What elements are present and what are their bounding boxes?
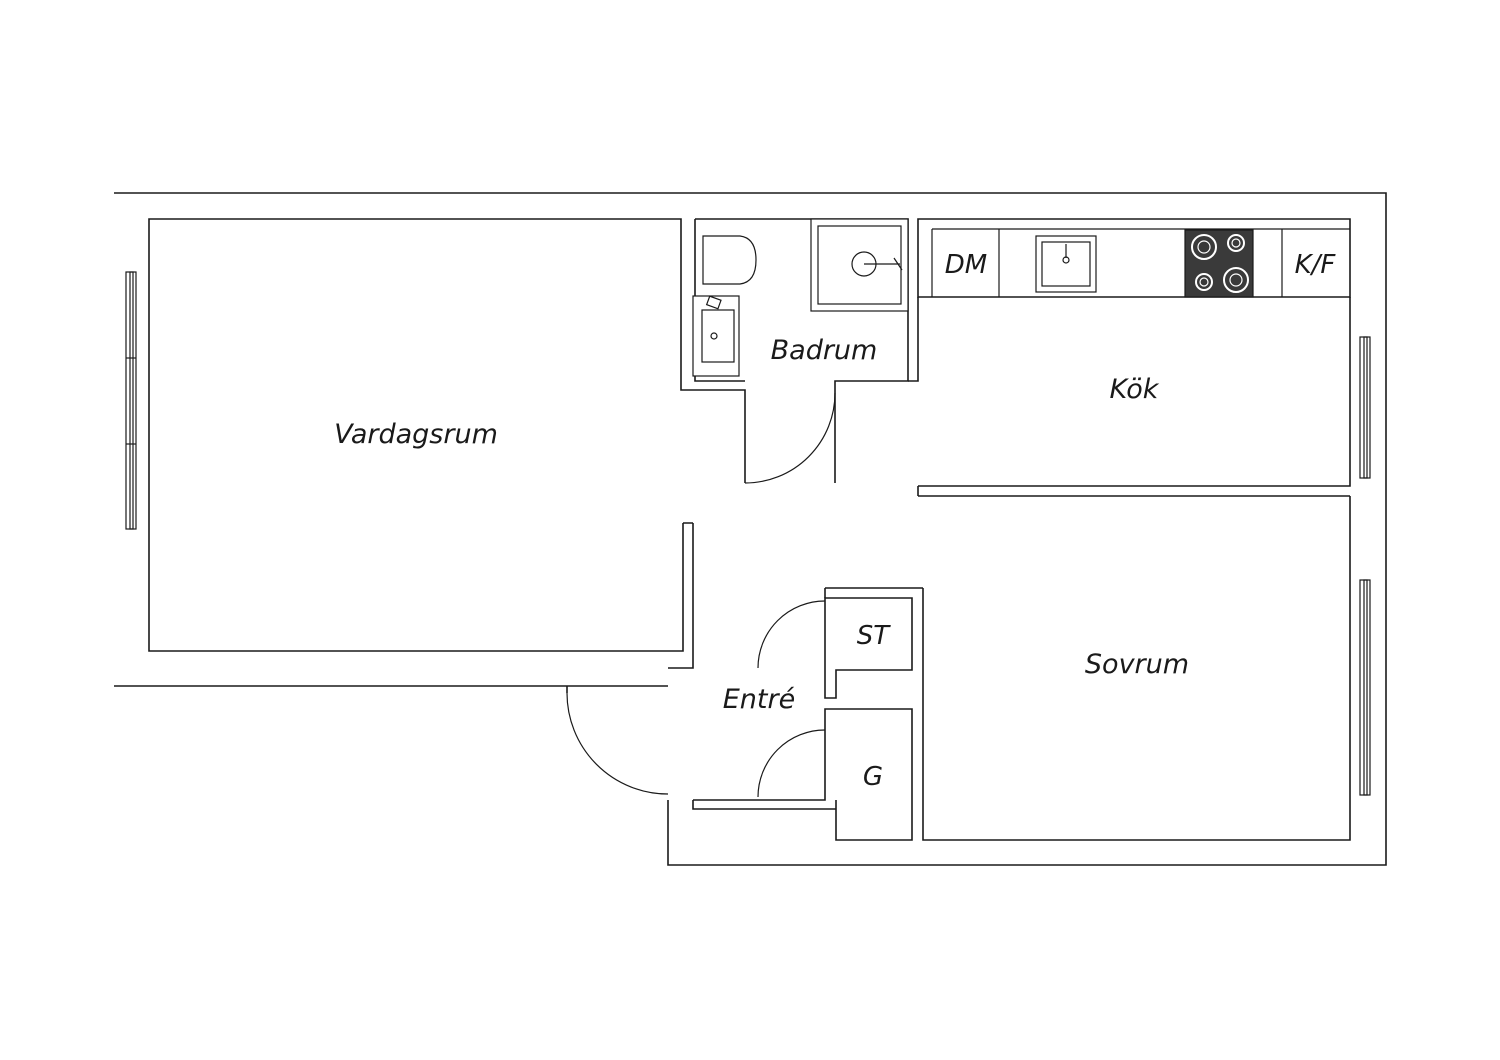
stove-icon <box>1184 229 1254 298</box>
living-room-walls <box>148 218 746 669</box>
kitchen-sink-icon <box>1035 235 1097 293</box>
kitchen-label: Kök <box>1110 374 1160 405</box>
wardrobe-door[interactable] <box>757 729 826 798</box>
bath-sink-icon <box>692 295 740 377</box>
wardrobe-label: G <box>863 762 883 792</box>
bedroom-label: Sovrum <box>1085 649 1189 680</box>
window-kitchen <box>1359 336 1371 479</box>
toilet-icon <box>702 235 757 285</box>
bathroom-label: Badrum <box>771 335 878 366</box>
kitchen-counter <box>931 228 1350 297</box>
bathroom-door[interactable] <box>744 392 836 484</box>
bedroom-walls <box>922 496 1351 841</box>
entry-walls <box>692 587 923 841</box>
dishwasher-label: DM <box>945 250 987 280</box>
entry-label: Entré <box>723 684 795 715</box>
window-left <box>125 271 137 530</box>
fridge-freezer-label: K/F <box>1295 250 1337 280</box>
front-door[interactable] <box>566 686 669 795</box>
storage-door[interactable] <box>757 600 826 669</box>
kitchen-walls <box>908 218 1351 497</box>
window-bedroom <box>1359 579 1371 796</box>
storage-label: ST <box>857 621 892 651</box>
living-room-label: Vardagsrum <box>334 419 498 450</box>
shower-icon <box>810 218 909 312</box>
outer-wall <box>114 192 1387 866</box>
